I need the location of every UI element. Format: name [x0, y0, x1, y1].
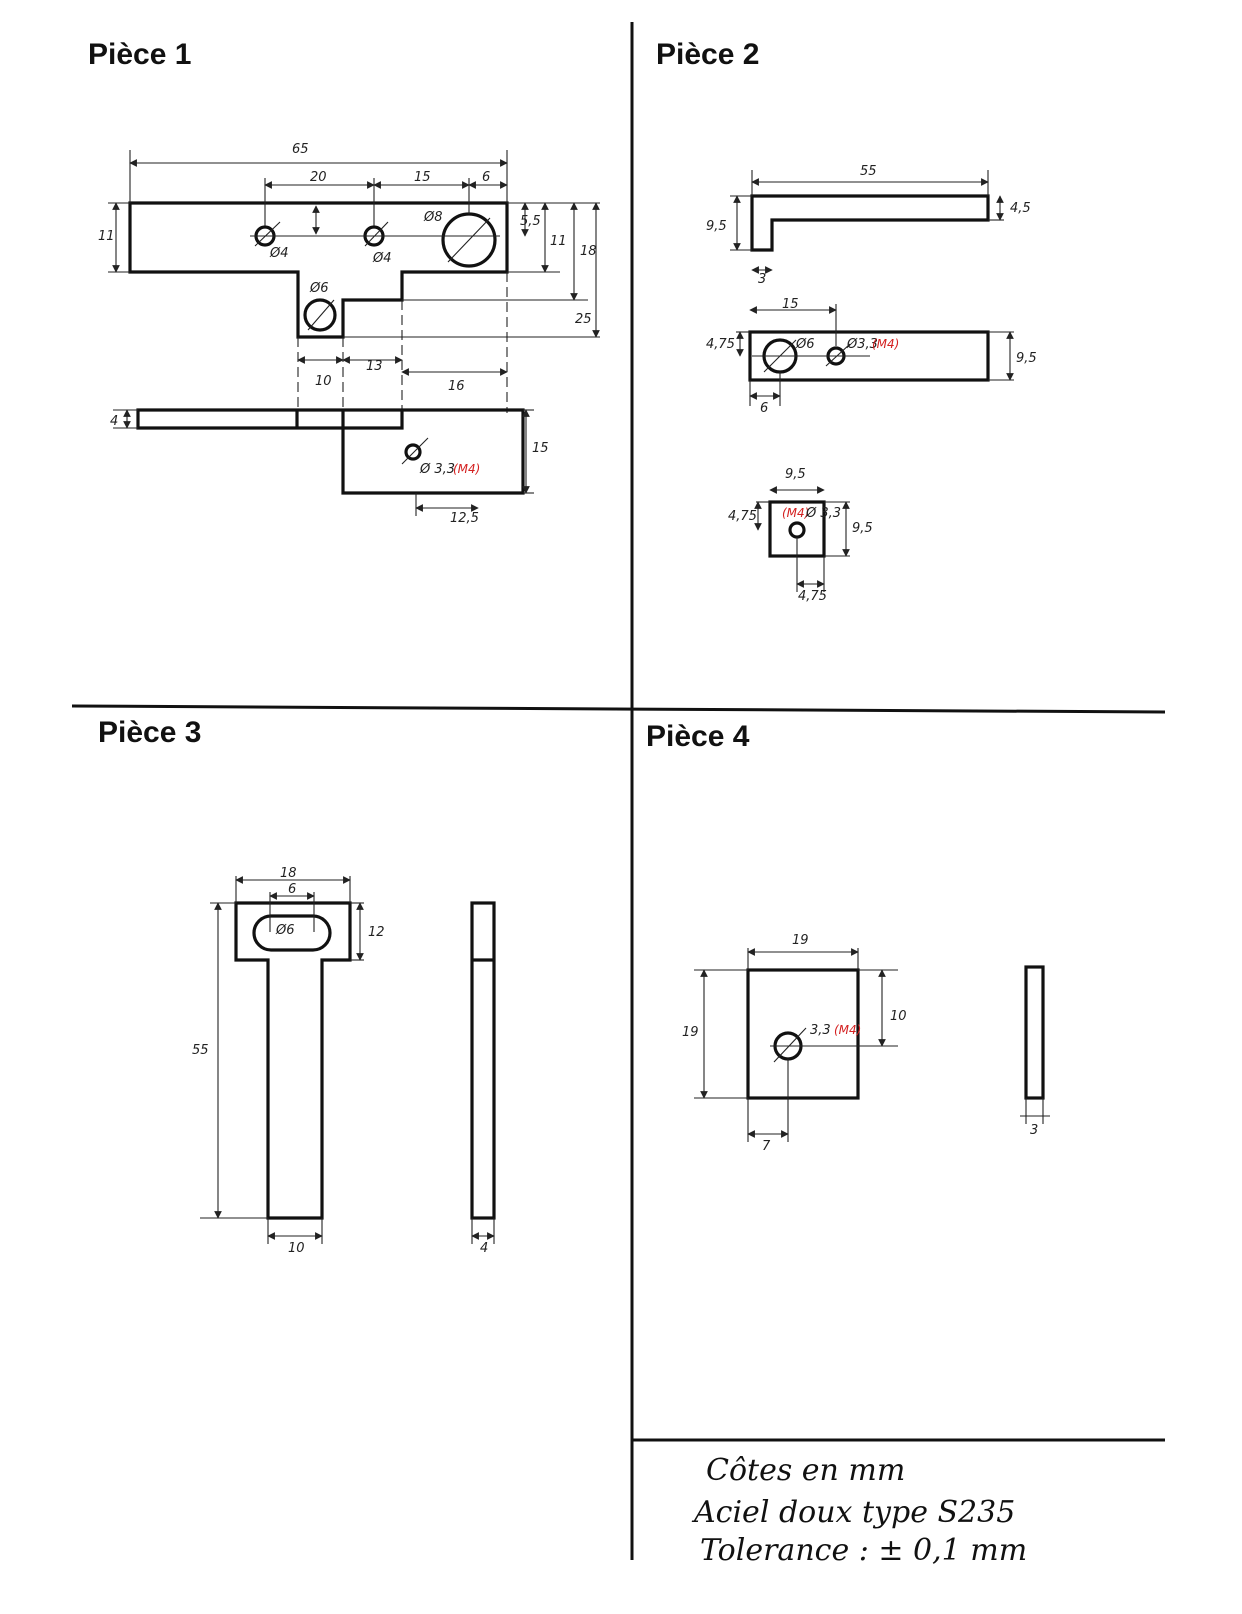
p1-dim-16: 16: [448, 379, 465, 394]
piece-4-side-view: [1024, 965, 1045, 1100]
p1-dim-6: 6: [482, 170, 490, 185]
title-piece-4: Pièce 4: [646, 720, 750, 753]
piece-2-profile: [750, 194, 990, 252]
p2-hole-6-label: Ø6: [795, 337, 815, 352]
p4-dim-10: 10: [890, 1009, 907, 1024]
p1-dim-4: 4: [110, 414, 118, 429]
p3-dim-12: 12: [368, 925, 385, 940]
p2-end-tap-label: Ø 3,3: [805, 506, 841, 521]
p1-dim-20: 20: [310, 170, 327, 185]
p2-dim-9-5-left: 9,5: [706, 219, 727, 234]
p1-dim-65: 65: [292, 142, 309, 157]
p2-end-dim-9-5-top: 9,5: [785, 467, 806, 482]
p1-hole-b-label: Ø4: [372, 251, 392, 266]
p2-dim-55: 55: [860, 164, 877, 179]
p4-tap-thread: (M4): [834, 1023, 861, 1037]
title-piece-1: Pièce 1: [88, 38, 191, 71]
p1-hole-a-label: Ø4: [269, 246, 289, 261]
p2-dim-6: 6: [760, 401, 768, 416]
p2-dim-9-5-right: 9,5: [1016, 351, 1037, 366]
piece-2-drawing: 55 9,5 4,5 3 15 4,75 Ø6 Ø3,3 (M4) 9,5 6: [706, 164, 1037, 604]
p1-tap-label: Ø 3,3: [419, 462, 455, 477]
p2-tap-label: Ø3,3: [846, 337, 878, 352]
piece-2-top-view: [748, 330, 990, 382]
p1-dim-18: 18: [580, 244, 597, 259]
title-piece-2: Pièce 2: [656, 38, 759, 71]
piece-3-slot: [252, 914, 332, 952]
piece-4-drawing: 19 19 3,3 (M4) 10 7 3: [682, 933, 1050, 1154]
p1-hole-big-label: Ø8: [423, 210, 443, 225]
p2-end-dim-4-75-left: 4,75: [728, 509, 757, 524]
p4-dim-7: 7: [762, 1139, 771, 1154]
p1-dim-11-left: 11: [98, 229, 115, 244]
p1-dim-5-5: 5,5: [520, 214, 541, 229]
p1-dim-15-side: 15: [532, 441, 549, 456]
p2-dim-15: 15: [782, 297, 799, 312]
piece-1-front-view: [136, 408, 525, 495]
p1-dim-10: 10: [315, 374, 332, 389]
piece-1-top-view: [128, 201, 509, 339]
p2-end-tap-thread: (M4): [782, 506, 809, 520]
piece-1-hole-low: [303, 298, 337, 332]
p1-hole-low-label: Ø6: [309, 281, 329, 296]
p1-tap-thread: (M4): [453, 462, 480, 476]
p3-slot-label: Ø6: [275, 923, 295, 938]
p1-dim-12-5: 12,5: [450, 511, 479, 526]
p3-dim-6: 6: [288, 882, 296, 897]
p2-end-dim-4-75-bottom: 4,75: [798, 589, 827, 604]
piece-4-front-view: [746, 968, 860, 1100]
p2-dim-4-5: 4,5: [1010, 201, 1031, 216]
p4-dim-3: 3: [1030, 1123, 1038, 1138]
p3-dim-4: 4: [480, 1241, 488, 1256]
p3-dim-10: 10: [288, 1241, 305, 1256]
sheet-grid: [71, 22, 1166, 1560]
p1-dim-13: 13: [366, 359, 383, 374]
piece-2-end-tap-hole: [788, 521, 806, 539]
piece-3-side-view: [470, 901, 496, 1220]
note-material: Aciel doux type S235: [691, 1495, 1015, 1530]
p4-dim-19-left: 19: [682, 1025, 699, 1040]
title-piece-3: Pièce 3: [98, 716, 201, 749]
piece-3-drawing: 18 6 Ø6 12 55 10 4: [192, 866, 496, 1256]
notes-block: Côtes en mm Aciel doux type S235 Toleran…: [691, 1453, 1027, 1568]
p2-tap-thread: (M4): [872, 337, 899, 351]
p4-tap-label: 3,3: [810, 1023, 831, 1038]
p3-dim-18: 18: [280, 866, 297, 881]
p2-dim-4-75: 4,75: [706, 337, 735, 352]
p1-dim-25: 25: [575, 312, 592, 327]
p3-dim-55: 55: [192, 1043, 209, 1058]
p1-dim-11-right: 11: [550, 234, 567, 249]
p2-dim-3: 3: [758, 272, 766, 287]
piece-1-tap-hole: [404, 443, 422, 461]
piece-1-drawing: 65 20 15 6 11 5,5 11 18 25 Ø4 Ø4 Ø8 Ø: [98, 142, 600, 526]
p1-dim-15: 15: [414, 170, 431, 185]
p2-end-dim-9-5-right: 9,5: [852, 521, 873, 536]
note-tolerance: Tolerance : ± 0,1 mm: [700, 1533, 1027, 1568]
p4-dim-19-top: 19: [792, 933, 809, 948]
note-units: Côtes en mm: [706, 1453, 905, 1488]
